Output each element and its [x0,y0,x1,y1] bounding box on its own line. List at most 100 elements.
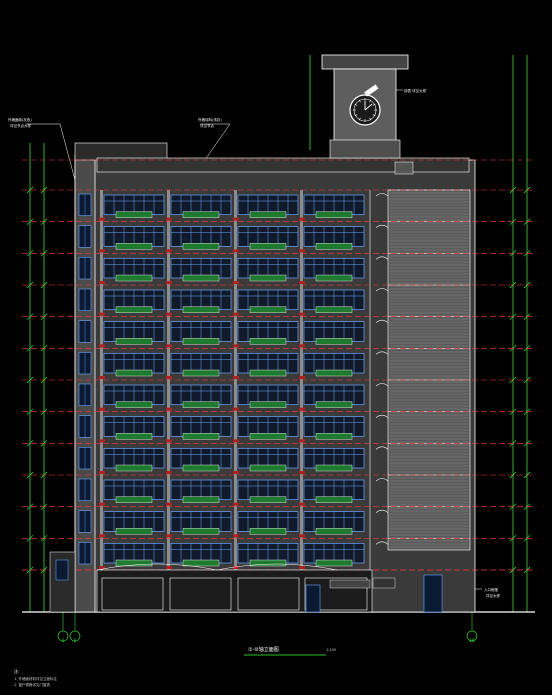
balcony-planter [315,306,353,313]
wall-pier [300,475,303,507]
ac-bracket [166,312,172,316]
balcony-planter [315,274,353,282]
dimension-tick [26,313,34,320]
ac-bracket [99,281,105,284]
dimension-tick [26,566,34,574]
balcony-planter [249,464,287,472]
wall-pier [234,285,237,317]
ac-bracket [99,249,105,253]
callout-left-top: 外墙面砖(灰色) [8,117,32,122]
balcony-planter [315,369,353,377]
ac-bracket [299,407,305,411]
dimension-tick [26,471,34,479]
callout-bottom-right-2: 详见大样 [486,593,500,598]
tower-cap [321,54,409,70]
balcony-planter [115,433,153,440]
balcony-planter [315,338,353,345]
shopfront-opening [304,577,368,611]
wall-pier [300,443,303,475]
ac-bracket [299,471,305,474]
ac-bracket [166,281,172,284]
wall-pier [100,411,103,444]
clock-tick [358,99,361,103]
balcony-planter [249,433,287,440]
ac-bracket [299,534,305,538]
balcony-planter [115,464,153,472]
ac-bracket [166,471,172,474]
balcony-planter [315,496,353,503]
balcony-planter [315,464,353,472]
ac-bracket [233,534,239,538]
note-1: 1. 外墙面材料详见立面标注 [14,676,57,681]
balcony-planter [249,528,287,535]
wall-pier [167,380,170,412]
balcony-planter [182,401,220,408]
canopy-curve [96,563,338,571]
wall-pier [100,380,103,412]
wall-pier [167,411,170,444]
ac-bracket [233,471,239,474]
wall-pier [300,538,303,570]
tower-ornament [364,84,379,97]
balcony-planter [115,211,153,218]
clock-tick [354,103,358,106]
ac-bracket [99,376,105,379]
ac-bracket [233,281,239,284]
wall-pier [167,443,170,475]
bay-curve [375,288,389,292]
balcony-planter [315,401,353,408]
bay-curve [375,383,389,387]
callout-mid-top: 外墙涂料(浅灰) [198,117,222,122]
clock-tick [372,114,376,117]
bay-curve [375,256,389,260]
wall-pier [167,285,170,317]
wall-pier [100,475,103,507]
wall-pier [167,506,170,539]
callout-bottom-right: 入口雨篷 [484,587,498,592]
ac-bracket [166,534,172,538]
bay-curve [375,414,389,418]
tower-base [329,139,401,159]
balcony-planter [315,243,353,250]
wall-pier [234,348,237,380]
wall-pier [100,285,103,317]
balcony-planter [182,211,220,218]
ac-bracket [233,502,239,506]
wall-pier [167,253,170,285]
ac-bracket [299,217,305,221]
clock-hand [364,103,373,111]
vent-grille [372,577,396,589]
bay-curve [375,193,389,197]
balcony-planter [315,528,353,535]
wall-pier [100,316,103,349]
dimension-tick [26,281,34,289]
wall-pier [300,506,303,539]
ac-bracket [233,407,239,411]
bay-curve [375,446,389,450]
dimension-tick [26,218,34,225]
balcony-planter [182,464,220,472]
wall-pier [234,190,237,222]
wall-pier [234,316,237,349]
wall-pier [167,538,170,570]
ac-bracket [166,407,172,411]
ac-bracket [299,312,305,316]
bay-curve [375,319,389,323]
parapet-block [74,142,168,161]
dimension-tick [26,535,34,542]
wall-pier [100,506,103,539]
wall-pier [234,411,237,444]
balcony-planter [115,243,153,250]
balcony-planter [182,338,220,345]
clock-tick [372,103,376,106]
balcony-planter [115,306,153,313]
ac-bracket [99,439,105,443]
ac-bracket [166,249,172,253]
clock-tick [358,117,361,121]
dimension-tick [26,503,34,510]
wall-pier [234,538,237,570]
dimension-tick [26,376,34,384]
notes-heading: 注: [14,668,19,674]
wall-pier [100,443,103,475]
